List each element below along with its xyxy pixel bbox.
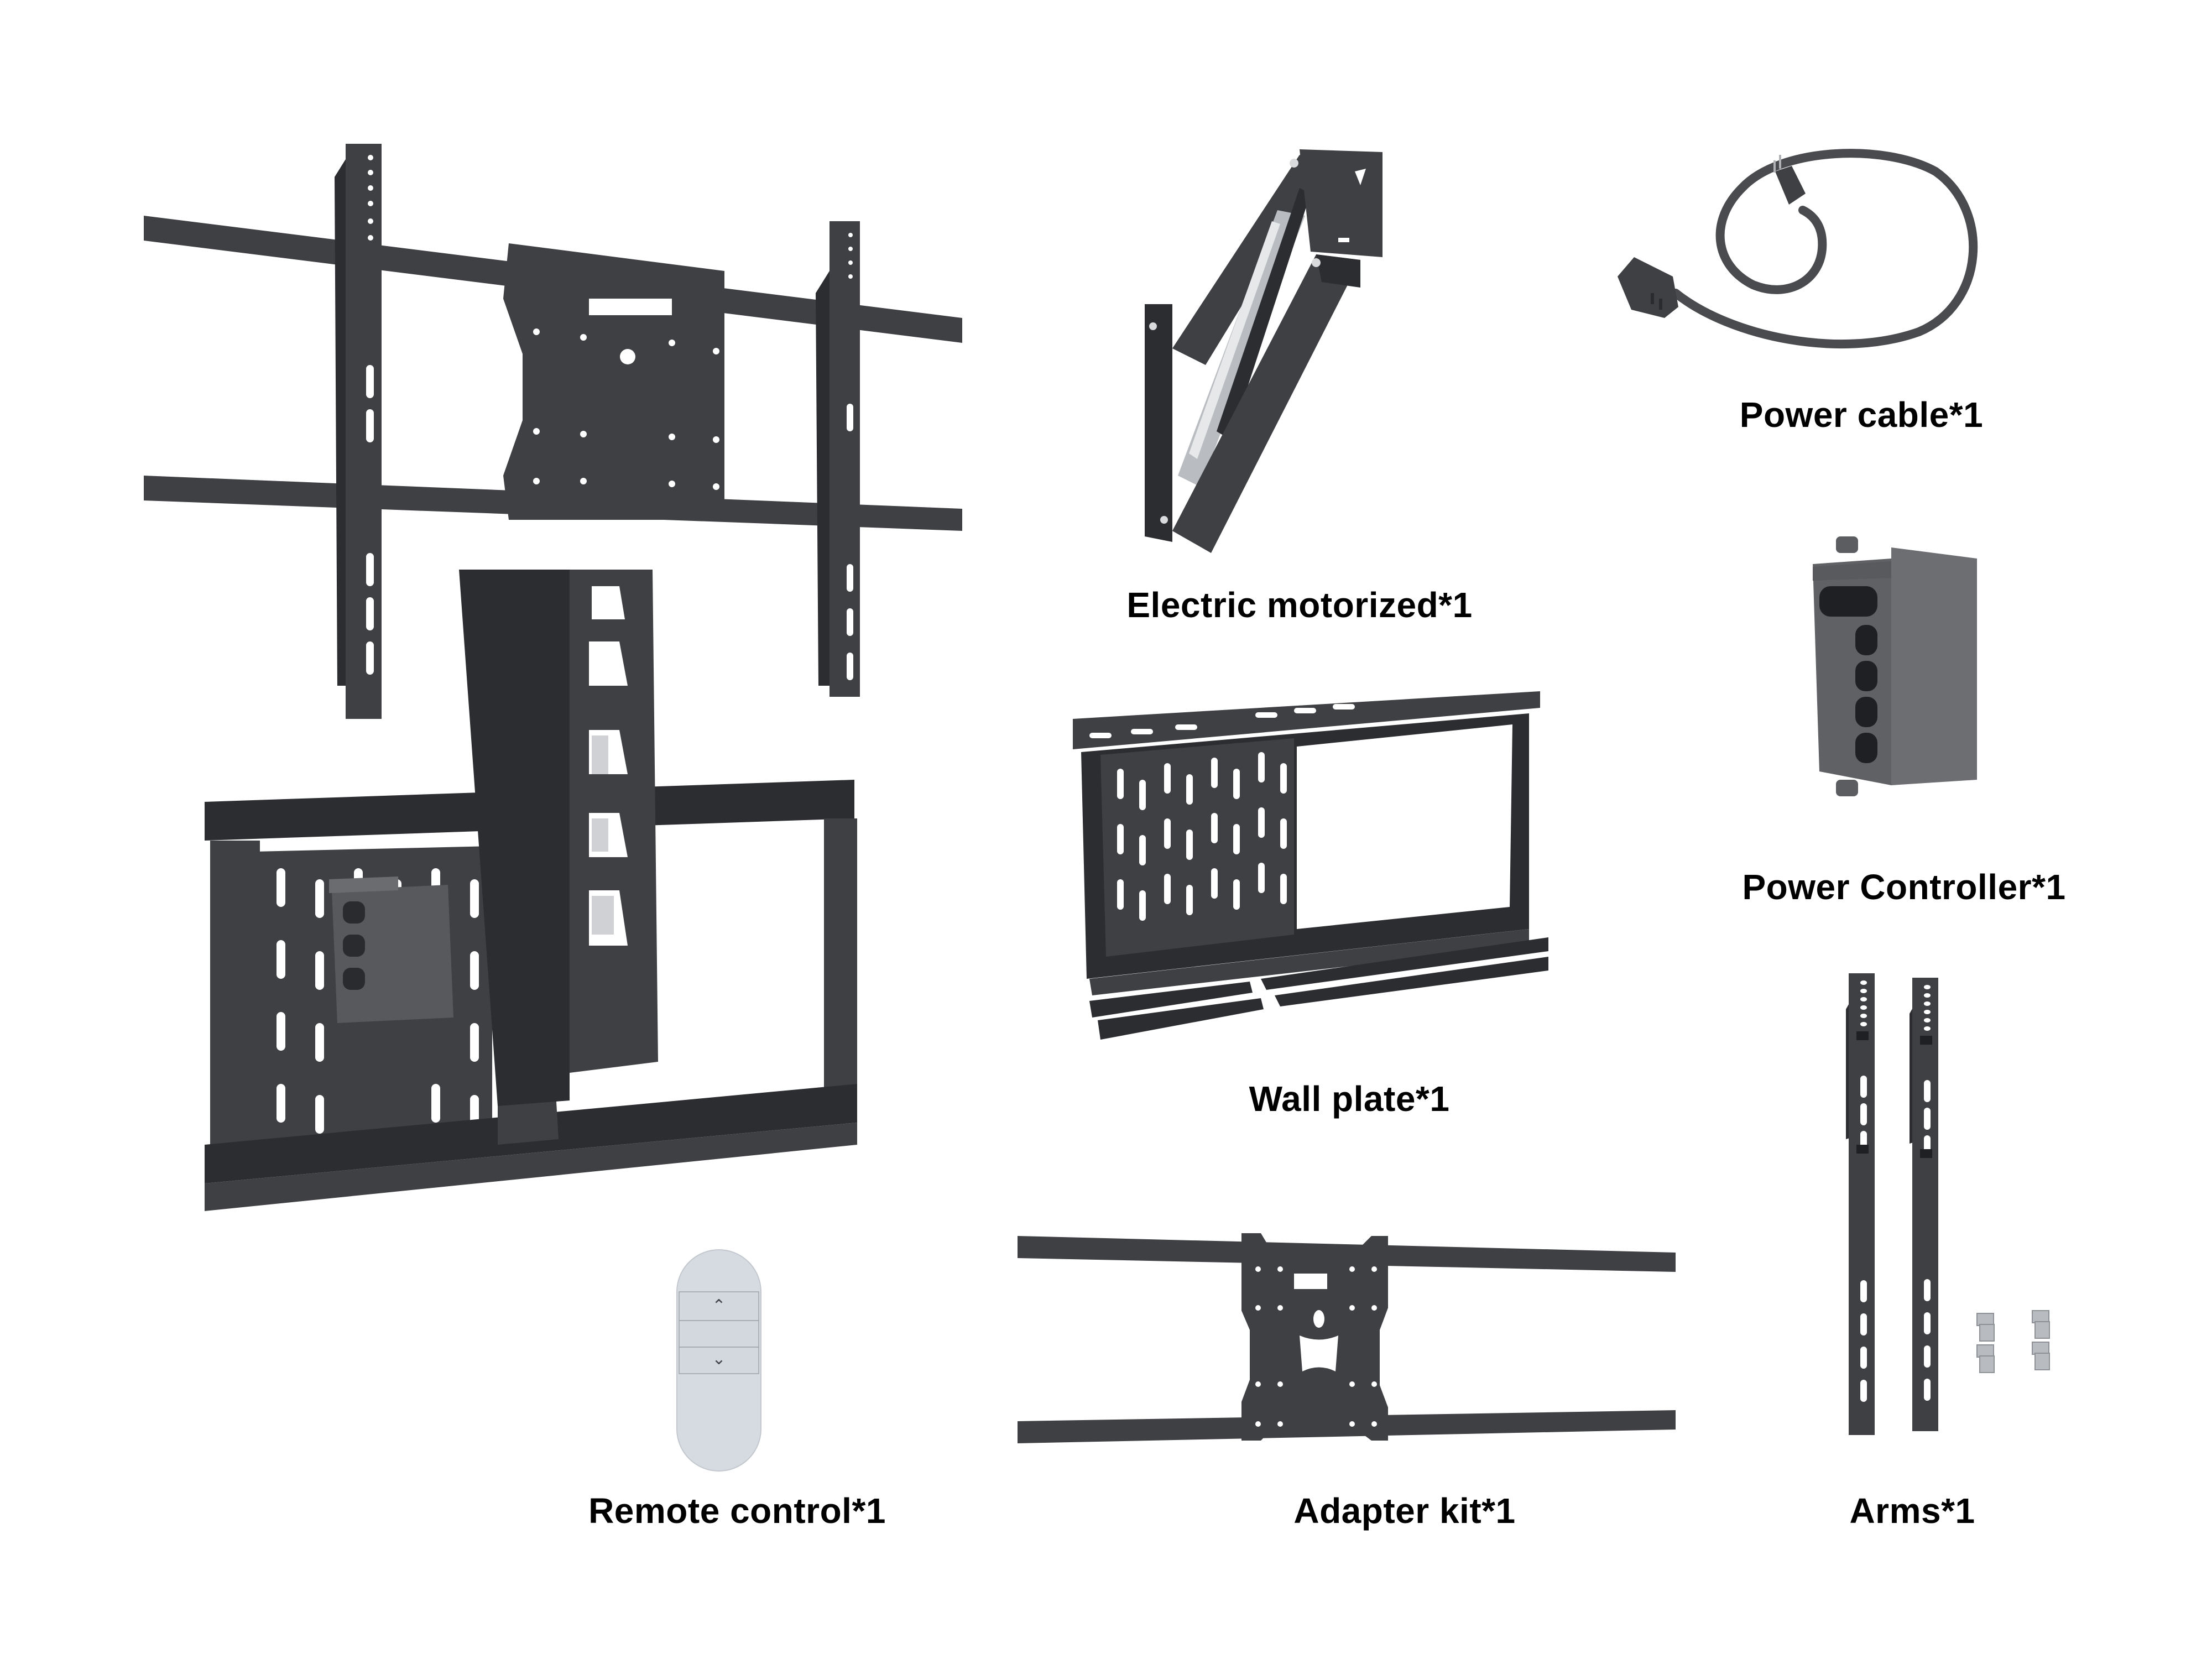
remote-control-icon [676,1249,761,1472]
power-cable-image [1609,149,2013,354]
wall-plate-icon [1073,691,1548,1040]
mounting-arms-icon [1846,973,2050,1435]
electric-motorized-image [1139,144,1493,553]
main-assembly-image [138,133,1023,1244]
label-wall-plate: Wall plate*1 [1249,1079,1450,1119]
power-cable-icon [1618,149,1978,349]
label-power-controller: Power Controller*1 [1742,867,2066,907]
remote-control-image: ⌃ ⌄ [676,1249,762,1473]
label-adapter-kit: Adapter kit*1 [1293,1491,1516,1531]
adapter-kit-image [1015,1219,1678,1452]
remote-up-button[interactable]: ⌃ [712,1296,726,1316]
arms-image [1841,971,2079,1457]
power-controller-image [1808,536,1980,796]
remote-down-button[interactable]: ⌄ [712,1349,726,1369]
power-controller-box-icon [1813,536,1977,796]
label-remote-control: Remote control*1 [588,1491,886,1531]
wall-plate-image [1067,686,1554,1056]
label-arms: Arms*1 [1849,1491,1975,1531]
label-power-cable: Power cable*1 [1739,395,1984,435]
label-electric-motorized: Electric motorized*1 [1126,585,1473,625]
adapter-kit-icon [1018,1233,1676,1443]
motorized-tv-mount-assembly-icon [144,144,962,1211]
motorized-arm-icon [1145,149,1383,553]
